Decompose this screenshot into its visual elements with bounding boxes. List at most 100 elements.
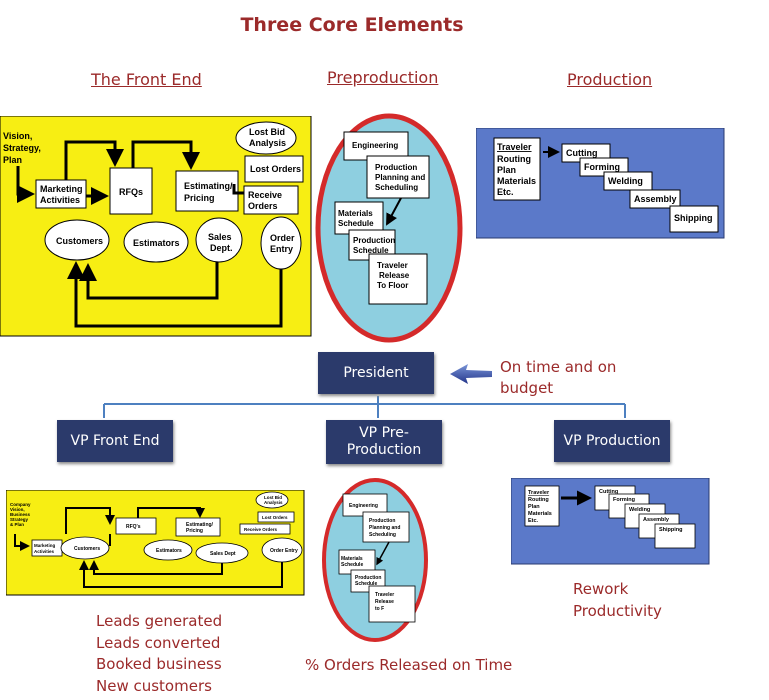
president-note-line-2: budget	[500, 379, 554, 397]
vp-pre-line-1: VP Pre-	[359, 425, 409, 441]
step-assembly-text: Assembly	[634, 194, 677, 204]
small-receive-orders-box	[239, 523, 291, 535]
small-estimators-text: Estimators	[156, 548, 182, 554]
estimators-ellipse	[123, 221, 189, 263]
step-assembly	[629, 189, 681, 209]
small-rfqs-box	[115, 517, 157, 535]
step-shipping	[669, 205, 719, 233]
metric-new-customers: New customers	[96, 676, 212, 695]
small-step-welding-text: Welding	[629, 507, 650, 513]
section-production-header: Production	[567, 70, 653, 89]
small-order-entry-text: Order Entry	[270, 548, 298, 554]
small-lost-orders-box	[257, 511, 295, 523]
small-rfqs-text: RFQ's	[126, 524, 141, 530]
sales-ellipse	[195, 217, 243, 263]
step-cutting-text: Cutting	[566, 148, 598, 158]
small-step-shipping-text: Shipping	[659, 527, 683, 533]
rfqs-box	[109, 167, 153, 215]
metric-productivity: Productivity	[573, 601, 662, 620]
lost-bid-ellipse	[235, 121, 297, 155]
metric-leads-generated: Leads generated	[96, 612, 223, 630]
page-title: Three Core Elements	[240, 14, 464, 36]
order-entry-ellipse	[260, 216, 302, 270]
estimators-text: Estimators	[133, 238, 180, 248]
front-end-metrics: Leads generated Leads converted Booked b…	[96, 611, 222, 697]
vp-production-box: VP Production	[554, 420, 670, 462]
engineering-box	[343, 131, 409, 161]
engineering-text: Engineering	[352, 141, 398, 150]
traveler-release-box	[368, 253, 428, 305]
president-note: On time and on budget	[500, 357, 616, 399]
small-receive-orders-text: Receive Orders	[244, 527, 278, 532]
small-lost-bid-ellipse	[255, 491, 289, 509]
president-note-line-1: On time and on	[500, 358, 617, 376]
step-forming-text: Forming	[584, 162, 620, 172]
org-connectors	[103, 396, 626, 418]
small-traveler-box	[524, 485, 560, 527]
small-traveler-title-text: Traveler	[528, 490, 550, 496]
small-ppas-box	[362, 511, 410, 543]
step-welding-text: Welding	[608, 176, 643, 186]
rfqs-text: RFQs	[119, 187, 143, 197]
small-estimating-text: Estimating/Pricing	[186, 522, 214, 534]
small-customers-text: Customers	[74, 546, 100, 552]
small-sales-text: Sales Dept	[210, 551, 236, 557]
small-step-assembly-text: Assembly	[643, 517, 670, 523]
step-shipping-text: Shipping	[674, 213, 713, 223]
president-label: President	[343, 364, 409, 381]
small-lost-orders-text: Lost Orders	[262, 515, 288, 520]
metric-leads-converted: Leads converted	[96, 633, 221, 652]
metric-rework: Rework	[573, 580, 629, 598]
estimating-text: Estimating/Pricing	[184, 181, 233, 203]
materials-box	[334, 201, 384, 235]
small-traveler-release-box	[368, 585, 416, 623]
step-welding	[603, 171, 653, 191]
vp-production-label: VP Production	[563, 432, 661, 449]
left-arrow-icon	[450, 364, 492, 384]
traveler-box	[493, 137, 541, 201]
small-step-shipping	[654, 523, 696, 549]
vp-pre-line-2: Production	[346, 442, 422, 458]
metric-booked-business: Booked business	[96, 655, 222, 673]
small-customers-ellipse	[60, 536, 110, 560]
marketing-box	[35, 179, 87, 209]
vp-front-end-box: VP Front End	[57, 420, 173, 462]
section-preproduction-header: Preproduction	[327, 68, 439, 87]
ppas-box	[366, 155, 430, 199]
estimating-box	[175, 170, 239, 212]
small-engineering-text: Engineering	[349, 503, 378, 509]
customers-ellipse	[44, 219, 110, 261]
lost-orders-text: Lost Orders	[250, 164, 301, 174]
vision-text: Vision,Strategy,Plan	[3, 131, 41, 165]
production-metrics: Rework Productivity	[573, 579, 662, 622]
president-box: President	[318, 352, 434, 394]
receive-orders-box	[243, 185, 299, 215]
metric-orders-released: % Orders Released on Time	[305, 656, 513, 674]
section-front-end-header: The Front End	[91, 70, 202, 89]
vp-preproduction-box: VP Pre- Production	[326, 420, 442, 464]
small-step-forming-text: Forming	[613, 497, 635, 503]
customers-text: Customers	[56, 236, 103, 246]
